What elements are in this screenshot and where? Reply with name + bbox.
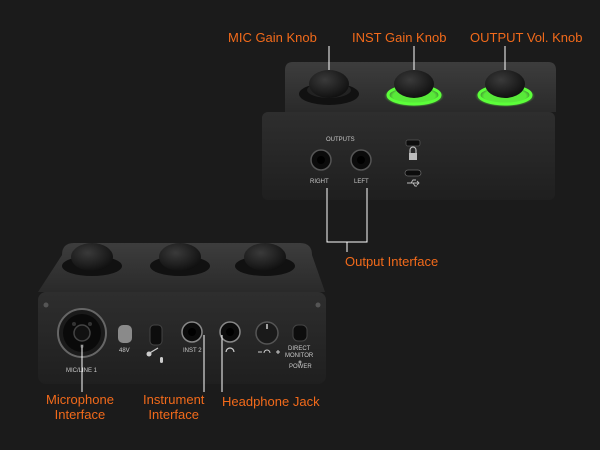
headphone-jack[interactable] [219,321,241,343]
headphone-volume-icon [258,349,280,354]
front-inst-gain-knob[interactable] [150,243,210,276]
instrument-interface-label: Instrument Interface [143,392,204,422]
kensington-lock-slot [405,139,421,147]
front-device-face [38,292,326,384]
mic-gain-knob[interactable] [299,70,359,105]
output-left-jack[interactable] [350,149,372,171]
lock-icon [409,146,417,160]
screw-icon [43,302,49,308]
power-label: POWER [289,364,312,370]
instrument-interface-line2: Interface [148,407,199,422]
phantom-48v-label: 48V [119,348,130,354]
inst-gain-knob[interactable] [384,70,444,107]
microphone-icon [160,357,163,363]
monitor-label: MONITOR [285,353,314,359]
inst2-jack[interactable] [181,321,203,343]
usb-c-port[interactable] [404,169,422,177]
output-vol-knob-label: OUTPUT Vol. Knob [470,30,583,45]
mic-line-combo-jack[interactable] [57,308,107,358]
output-interface-label: Output Interface [345,254,439,269]
direct-monitor-button[interactable] [292,324,308,342]
rear-device: OUTPUTS RIGHT LEFT [262,62,556,252]
output-right-jack[interactable] [310,149,332,171]
microphone-interface-line2: Interface [54,407,106,422]
headphone-icon [225,347,235,353]
microphone-interface-label: Microphone Interface [46,392,114,422]
right-label: RIGHT [310,179,329,185]
phantom-48v-button[interactable] [118,325,132,343]
inst2-label: INST 2 [183,348,202,354]
inst-gain-knob-label: INST Gain Knob [352,30,447,45]
output-vol-knob[interactable] [475,70,535,107]
front-mic-gain-knob[interactable] [62,243,122,276]
output-bracket [326,188,368,252]
guitar-icon [146,347,159,357]
left-label: LEFT [354,179,369,185]
mic-gain-knob-label: MIC Gain Knob [228,30,317,45]
screw-icon [315,302,321,308]
instrument-interface-line1: Instrument [143,392,205,407]
inst-mic-switch[interactable] [149,324,163,346]
power-led [298,360,302,364]
direct-label: DIRECT [288,346,311,352]
headphone-jack-label: Headphone Jack [222,394,320,409]
outputs-label: OUTPUTS [326,137,355,143]
microphone-interface-line1: Microphone [46,392,114,407]
usb-icon [407,179,420,187]
headphone-volume-knob[interactable] [255,321,279,345]
front-output-vol-knob[interactable] [235,243,295,276]
rear-device-face [262,112,555,200]
front-device: MIC/LINE 1 48V INST 2 [38,243,326,392]
